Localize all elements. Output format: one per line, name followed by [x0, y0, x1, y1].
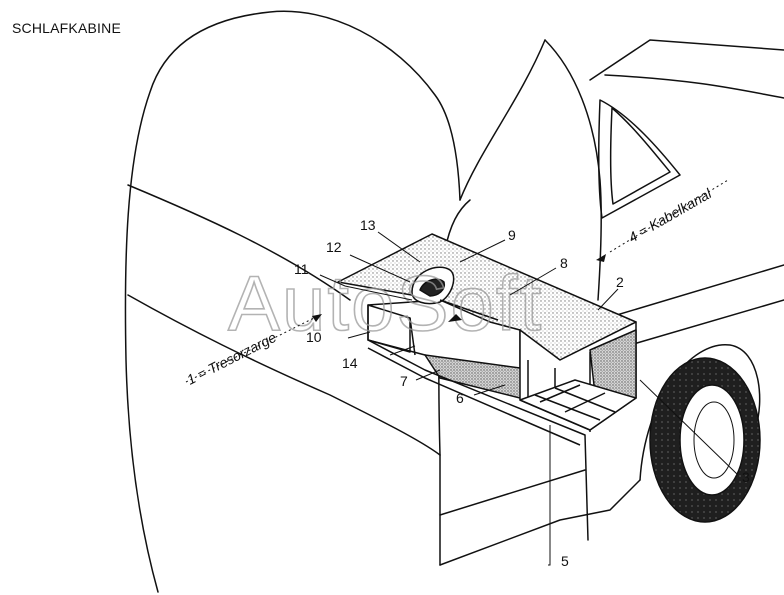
- leader-arrows: [312, 254, 606, 322]
- lower-rail-2: [367, 347, 581, 446]
- callout-8: 8: [560, 255, 568, 271]
- leader-9: [459, 239, 506, 263]
- callout-6: 6: [456, 390, 464, 406]
- leader-12: [349, 254, 411, 283]
- callout-3: 3: [742, 469, 750, 485]
- leader-3: [639, 379, 739, 476]
- cab-seam-upper: [127, 184, 351, 301]
- body-right-line: [599, 264, 784, 321]
- leader-14: [389, 345, 416, 356]
- page-title: SCHLAFKABINE: [12, 20, 121, 36]
- rear-tire: [649, 357, 761, 523]
- cab-rear-inner: [604, 74, 784, 99]
- leader-13: [377, 231, 421, 263]
- callout-2: 2: [616, 274, 624, 290]
- frame-divider: [409, 317, 416, 356]
- body-side-panel: [584, 434, 589, 541]
- callout-12: 12: [326, 239, 342, 255]
- storage-assembly: [337, 233, 637, 446]
- leader-7: [415, 369, 441, 381]
- leader-4: [609, 179, 729, 253]
- cab-body-outline: [124, 10, 461, 593]
- leader-6: [473, 384, 506, 396]
- arrow-4: [596, 254, 606, 262]
- window-frame: [597, 99, 681, 219]
- window-inner: [609, 107, 671, 205]
- leader-5: [548, 425, 551, 566]
- body-right-line-2: [629, 299, 784, 346]
- lower-rail: [367, 339, 586, 436]
- leader-2: [597, 288, 619, 311]
- leader-10: [347, 331, 371, 339]
- cab-seam-lower: [127, 294, 441, 456]
- body-inner-panel: [439, 469, 586, 516]
- roof-front-edge: [544, 39, 603, 301]
- leader-11: [319, 274, 413, 301]
- callout-5: 5: [561, 553, 569, 569]
- frame-left-post: [367, 304, 411, 353]
- arrow-lid: [448, 314, 462, 322]
- leader-lines: [185, 179, 739, 566]
- callout-9: 9: [508, 227, 516, 243]
- callout-10: 10: [306, 329, 322, 345]
- callout-4-kabelkanal: 4 = Kabelkanal: [626, 185, 715, 246]
- leader-8: [509, 267, 557, 296]
- callout-14: 14: [342, 355, 358, 371]
- cab-rear-edge: [589, 39, 784, 81]
- body-bottom: [439, 479, 641, 566]
- grid-line-3: [539, 384, 581, 403]
- watermark: AutoSoft: [228, 259, 543, 347]
- callout-11: 11: [294, 261, 309, 277]
- grid-line-4: [564, 392, 606, 413]
- arrow-1: [312, 314, 322, 322]
- roof-sweep: [459, 39, 546, 201]
- callout-7: 7: [400, 373, 408, 389]
- lock-inner: [419, 278, 446, 297]
- lid-hinge-line: [439, 299, 499, 321]
- callout-13: 13: [360, 217, 376, 233]
